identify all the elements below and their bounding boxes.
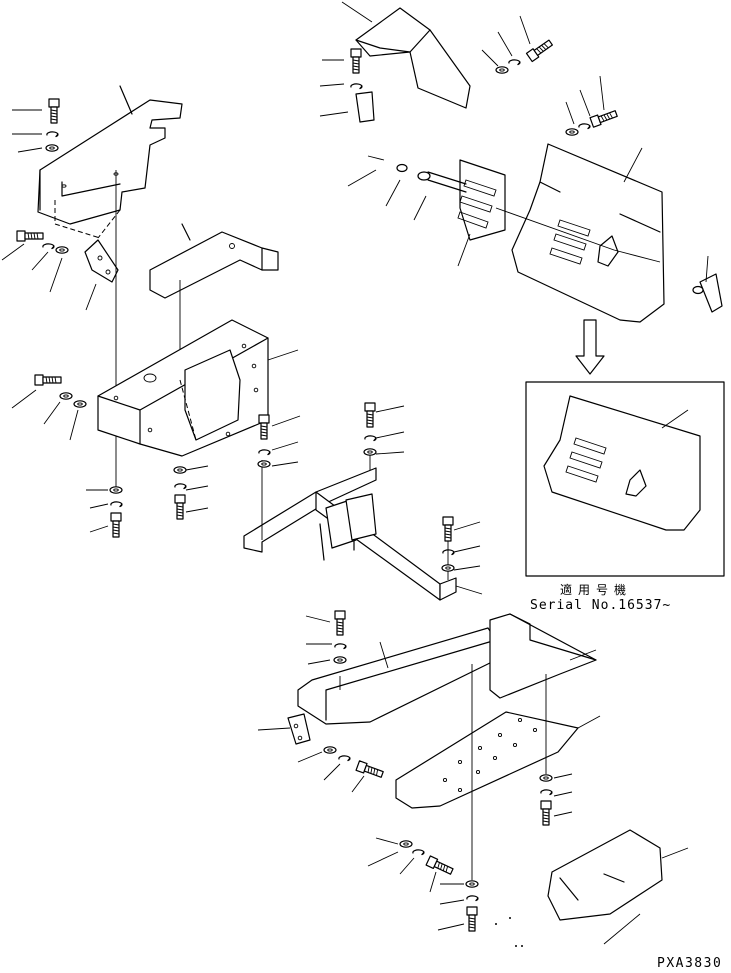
upper-left-bracket-assembly: [2, 86, 182, 538]
top-bracket-assembly: [320, 2, 555, 122]
right-cover-assembly: [348, 76, 722, 322]
serial-inset: [526, 382, 724, 576]
stray-dots: [495, 917, 523, 947]
applicable-serial-heading: 適用号機: [560, 583, 633, 597]
serial-number-label: Serial No.16537~: [530, 598, 672, 613]
center-right-frame: [244, 402, 482, 600]
drawing-number: PXA3830: [657, 956, 723, 971]
serial-arrow-icon: [576, 320, 604, 374]
center-frame-assembly: [12, 224, 298, 520]
lower-center-assembly: [258, 610, 688, 944]
